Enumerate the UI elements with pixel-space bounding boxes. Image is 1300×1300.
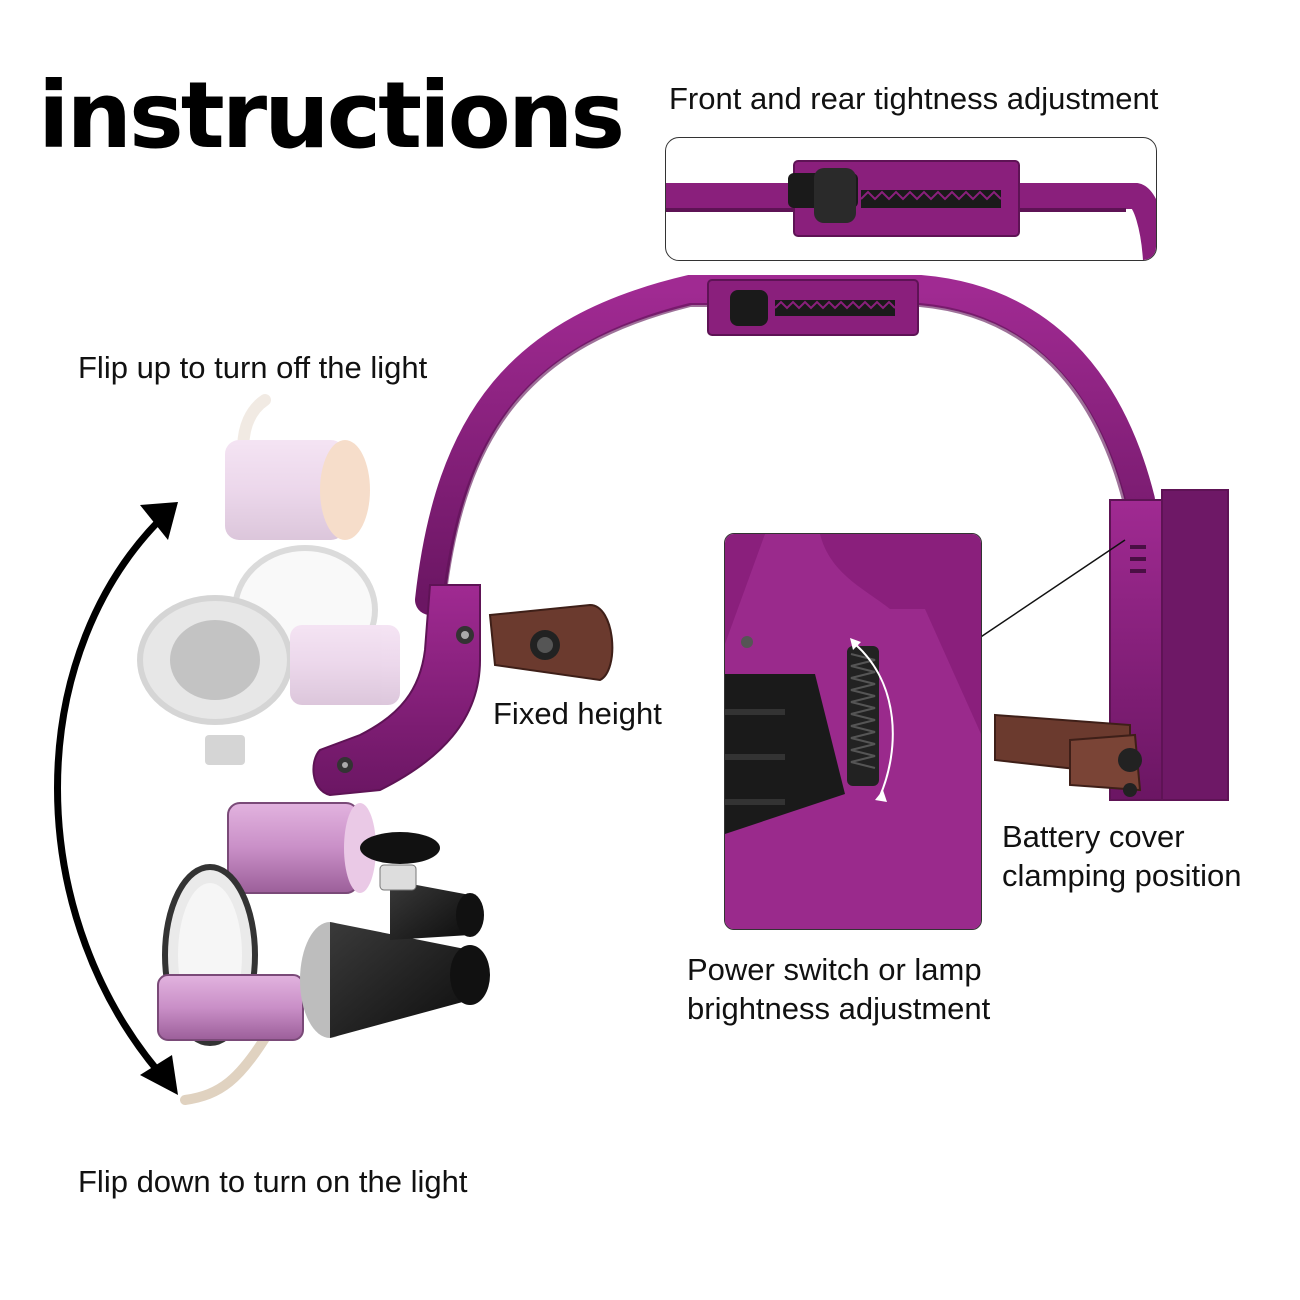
label-flip-down: Flip down to turn on the light <box>78 1164 468 1199</box>
page-title: instructions <box>38 62 625 169</box>
label-flip-up: Flip up to turn off the light <box>78 350 428 385</box>
switch-detail-inset <box>724 533 982 930</box>
tightness-detail-art <box>666 160 1156 260</box>
label-power-line1: Power switch or lamp <box>687 952 982 987</box>
leather-strap-right <box>994 713 1142 797</box>
loupe-flipped-down <box>157 802 490 1105</box>
battery-box <box>1109 489 1229 801</box>
label-tightness: Front and rear tightness adjustment <box>669 81 1159 116</box>
headband-frame <box>415 275 1155 615</box>
tightness-detail-inset <box>665 137 1157 261</box>
label-power-line2: brightness adjustment <box>687 991 991 1026</box>
label-battery-line2: clamping position <box>1002 858 1242 893</box>
switch-detail-art <box>725 534 981 929</box>
leather-strap-left <box>488 603 614 682</box>
loupe-flipped-up <box>137 394 400 765</box>
label-battery-line1: Battery cover <box>1002 819 1185 854</box>
flip-arrow-head-top <box>140 502 178 540</box>
flip-arrow <box>54 507 173 1088</box>
flip-arrow-head-bottom <box>140 1055 178 1095</box>
headband-slider <box>707 279 919 336</box>
hinge-arm <box>312 584 481 797</box>
label-fixed-height: Fixed height <box>493 696 662 731</box>
